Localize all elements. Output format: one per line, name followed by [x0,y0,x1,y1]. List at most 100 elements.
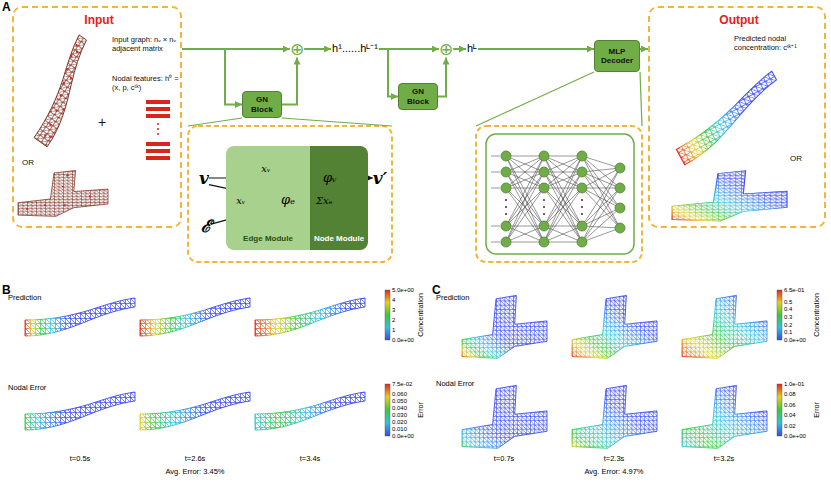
network-link [544,156,582,172]
vessel-prediction [25,298,135,338]
network-link [491,226,500,227]
node-text: GN Block [245,95,279,113]
edge-label: xᵥ [261,163,270,175]
colorbar-tick: 2 [392,317,395,324]
network-link [506,156,544,242]
node-text: + [94,114,110,131]
junction-error [572,382,657,450]
vessel-error [25,392,135,430]
neuron [539,151,549,161]
colorbar-tick: 0.3 [784,313,792,320]
network-link [506,156,544,188]
colorbar-tick: 7.5e-02 [392,381,412,388]
vessel-error [140,392,250,432]
junction-prediction [462,295,547,358]
edge-function: φₑ [281,193,295,207]
network-link [582,156,620,188]
connector-arrow [478,48,594,50]
network-link [506,172,544,242]
network-link [491,172,500,173]
feature-vectors [146,100,170,104]
network-link [544,188,582,242]
colorbar-tick: 0.4 [784,306,792,313]
colorbar-tick: 0.020 [392,419,407,426]
feature-vectors [146,114,170,118]
network-link [506,156,544,172]
junction-error [572,385,657,448]
node-text: v [199,169,209,188]
edge-label: Σxₑ [316,196,333,208]
zoom-line [188,72,642,126]
connector-arrow [379,49,398,97]
input-junction-mesh [26,208,29,210]
junction-error [572,382,657,450]
neuron [539,167,549,177]
neuron [501,183,511,193]
connector-arrow [304,48,331,50]
connector-arrow [640,48,648,50]
neuron [539,221,549,231]
junction-error [462,382,547,450]
output-panel: OutputPredicted nodal concentration: cᵗᵏ… [648,6,826,228]
network-link [506,188,544,242]
neuron [501,167,511,177]
colorbar-tick: 0.0e+00 [392,433,414,440]
network-link [544,156,582,226]
input-vessel-mesh [62,108,65,111]
neuron [539,183,549,193]
node-text: Edge Module [226,234,310,244]
vessel-prediction [255,298,365,336]
network-link [582,228,620,242]
output-junction-mesh [672,168,787,222]
input-vessel-mesh [75,50,78,53]
input-junction-mesh [18,168,108,218]
ellipsis-dot [505,199,507,201]
input-vessel-mesh [75,44,78,47]
feature-vectors [146,149,170,153]
network-link [582,168,620,172]
input-junction-mesh [62,186,65,188]
ellipsis-dot [505,213,507,215]
node-text: Nodal features: h⁰ = (x, p, cᵗᵏ) [112,74,180,92]
node-text: hᴸ [467,42,477,55]
colorbar [777,290,782,340]
ellipsis-dot [581,199,583,201]
colorbar-title: Concentration [813,293,821,337]
neuron [615,183,625,193]
input-vessel-mesh [43,134,46,137]
feature-vectors [146,100,170,160]
decoder-box: MLP Decoder [594,40,640,72]
zoom-line [640,72,642,126]
vertex-symbol: v [199,169,209,188]
junction-prediction [572,292,657,360]
network-link [582,188,620,226]
node-function: φᵥ [323,171,337,185]
input-vessel-mesh [62,81,65,84]
network-link [544,156,582,226]
detail-frame [188,126,642,262]
ellipsis-dot [581,206,583,208]
network-link [544,226,582,227]
network-link [544,172,582,242]
network-link [491,188,500,189]
colorbar-tick: 0.060 [392,391,407,398]
input-vessel-mesh [16,35,110,147]
hidden-state: h¹......hᴸ⁻¹ [331,42,379,55]
node-text: OR [790,154,814,164]
edge-set-symbol: ℰ [201,217,211,236]
network-link [544,226,582,242]
colorbar-tick: 0.5 [784,298,792,305]
network-link [506,242,544,243]
network-link [506,226,544,242]
neuron [539,237,549,247]
junction-prediction [682,292,767,360]
output-vessel-mesh [665,71,792,167]
colorbar-tick: 0.010 [392,426,407,433]
neuron [577,151,587,161]
network-link [582,226,620,228]
row-label: Nodal Error [8,384,46,393]
panel-letter: A [2,1,11,15]
colorbar-tick: 0.050 [392,398,407,405]
input-vessel-mesh [69,76,72,79]
